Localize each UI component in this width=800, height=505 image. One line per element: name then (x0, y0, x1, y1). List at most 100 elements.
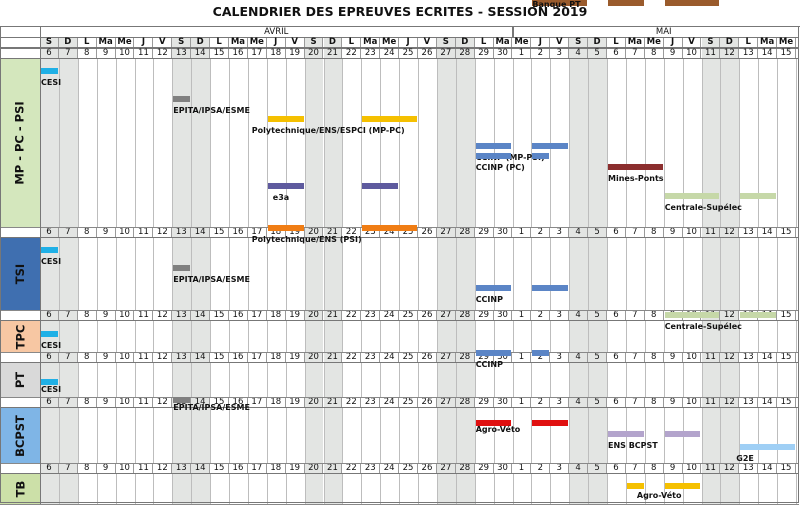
day-cell: 3 (550, 353, 569, 362)
day-cell: 23 (361, 353, 380, 362)
day-cell: 27 (437, 464, 456, 473)
day-cell: 7 (626, 398, 645, 407)
day-cell: 10 (683, 353, 702, 362)
section-label: TB (0, 474, 40, 504)
day-cell: 11 (702, 228, 721, 237)
grid-line (380, 37, 381, 504)
day-cell: 16 (796, 228, 800, 237)
day-cell: 8 (645, 228, 664, 237)
grid-line (720, 37, 721, 504)
event-bar (608, 164, 663, 170)
section-label-text: BCPST (13, 415, 27, 457)
day-cell: 25 (399, 311, 418, 320)
day-cell: 6 (607, 464, 626, 473)
section-label-text: PT (13, 372, 27, 388)
day-cell: L (475, 38, 494, 47)
day-cell: 16 (796, 311, 800, 320)
day-cell: 7 (626, 311, 645, 320)
day-cell: 10 (683, 49, 702, 58)
day-cell: 30 (494, 228, 513, 237)
day-cell: 1 (513, 464, 532, 473)
weekend-column (324, 37, 343, 504)
day-cell: 23 (361, 464, 380, 473)
day-cell: 3 (550, 311, 569, 320)
event-bar (476, 285, 512, 291)
event-label: CESI (41, 385, 61, 394)
day-cell: 14 (191, 49, 210, 58)
section-divider (0, 397, 799, 398)
event-label: e3a (273, 193, 289, 202)
event-label: Polytechnique/ENS (PSI) (252, 235, 362, 244)
day-cell: 17 (248, 49, 267, 58)
day-cell: 6 (40, 353, 59, 362)
section-divider (0, 352, 799, 353)
weekend-column (305, 37, 324, 504)
day-cell: 20 (305, 398, 324, 407)
day-cell: V (683, 38, 702, 47)
day-cell: 12 (153, 353, 172, 362)
day-cell: 13 (739, 464, 758, 473)
day-cell: Me (248, 38, 267, 47)
day-cell: 29 (475, 398, 494, 407)
event-label: Mines-Ponts (608, 174, 664, 183)
grid-line (739, 37, 740, 504)
day-cell: 3 (550, 49, 569, 58)
day-cell: 22 (342, 311, 361, 320)
day-cell: Ma (758, 38, 777, 47)
day-cell: 18 (267, 311, 286, 320)
day-cell: L (210, 38, 229, 47)
day-cell: 13 (172, 353, 191, 362)
day-cell: 29 (475, 49, 494, 58)
day-cell: 13 (172, 464, 191, 473)
day-cell: 16 (796, 398, 800, 407)
day-cell: J (135, 38, 154, 47)
day-cell: 12 (720, 311, 739, 320)
day-cell: 26 (418, 49, 437, 58)
day-cell: 16 (229, 49, 248, 58)
weekend-column (588, 37, 607, 504)
day-cell: L (607, 38, 626, 47)
day-cell: 26 (418, 464, 437, 473)
day-cell: 12 (153, 398, 172, 407)
day-cell: 30 (494, 464, 513, 473)
day-cell: 6 (607, 228, 626, 237)
day-cell: 25 (399, 398, 418, 407)
day-cell: 26 (418, 228, 437, 237)
day-cell: V (550, 38, 569, 47)
day-cell: 19 (286, 49, 305, 58)
day-cell: J (267, 38, 286, 47)
day-cell: 5 (588, 228, 607, 237)
day-cell: 14 (191, 228, 210, 237)
event-bar (476, 350, 512, 356)
day-cell: 20 (305, 311, 324, 320)
day-cell: 10 (116, 311, 135, 320)
day-cell: 8 (78, 49, 97, 58)
day-cell: 10 (116, 398, 135, 407)
day-cell: 8 (78, 353, 97, 362)
event-label: EPITA/IPSA/ESME (173, 106, 250, 115)
grid-line (550, 37, 551, 504)
day-cell: 7 (626, 228, 645, 237)
day-cell: 14 (191, 353, 210, 362)
day-cell: 8 (78, 464, 97, 473)
day-cell: 8 (645, 464, 664, 473)
grid-line (418, 37, 419, 504)
day-cell: 9 (664, 49, 683, 58)
day-cell: 1 (513, 353, 532, 362)
day-cell: 10 (683, 398, 702, 407)
day-cell: 12 (720, 353, 739, 362)
month-header-0: AVRIL (40, 26, 513, 37)
event-bar (362, 116, 417, 122)
day-cell: 6 (40, 464, 59, 473)
day-cell: 12 (720, 49, 739, 58)
day-cell: 10 (116, 353, 135, 362)
day-cell: J (531, 38, 550, 47)
day-cell: 11 (135, 228, 154, 237)
day-cell: Ma (494, 38, 513, 47)
day-cell: 17 (248, 353, 267, 362)
day-cell: 27 (437, 228, 456, 237)
section-label-text: TB (13, 481, 27, 498)
weekend-column (702, 37, 721, 504)
